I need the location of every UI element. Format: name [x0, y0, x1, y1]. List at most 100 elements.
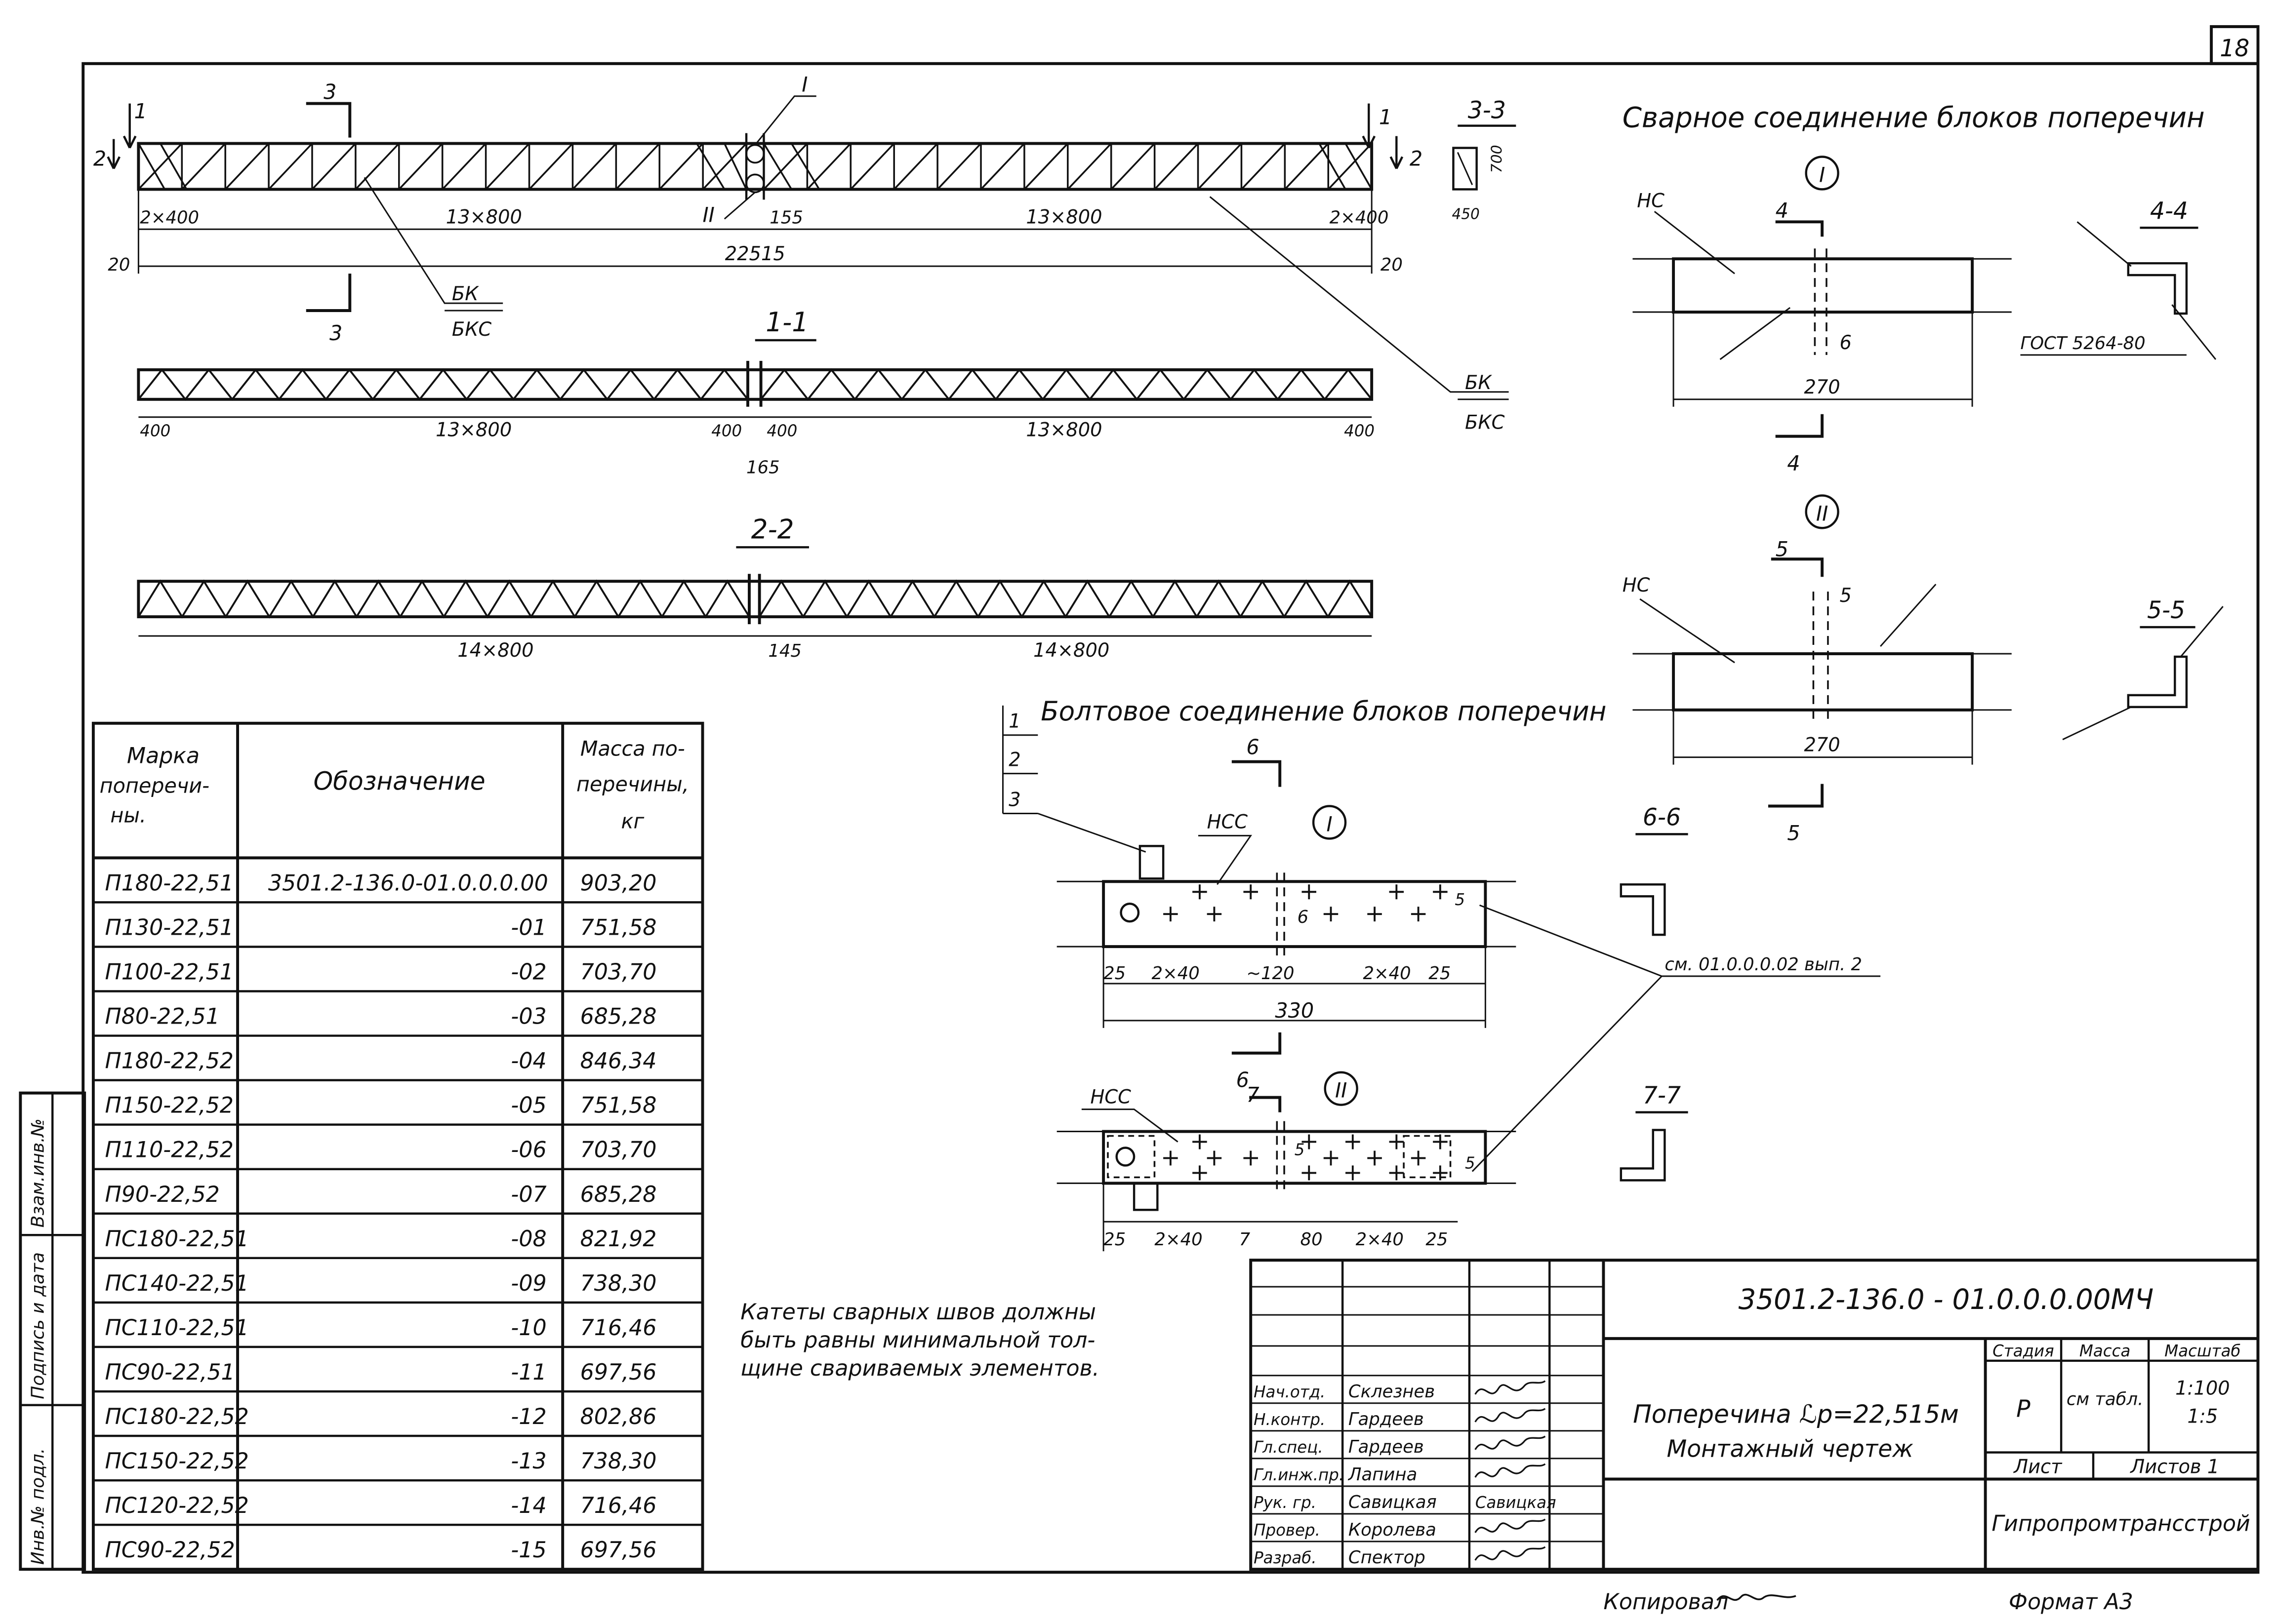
dim-right-offset: 20	[1381, 255, 1403, 275]
welded-plate-I-length: 270	[1804, 376, 1840, 398]
sheet-number: 18	[2220, 35, 2249, 62]
bolted-callout-2: 2	[1009, 749, 1020, 771]
bolted-cut-6-bottom: 6	[1236, 1068, 1249, 1092]
table-row-mass: 846,34	[580, 1048, 657, 1073]
table-row-mark: П150-22,52	[105, 1092, 233, 1118]
table-row-code: -06	[511, 1137, 546, 1162]
node-I-marker	[745, 144, 765, 164]
table-row-mark: ПС140-22,51	[105, 1270, 248, 1296]
product-subtitle: Монтажный чертеж	[1667, 1435, 1913, 1463]
org-name: Гипропромтрансстрой	[1991, 1510, 2250, 1536]
bolt-hole	[1345, 1134, 1360, 1149]
section-2-left-label: 2	[93, 146, 106, 170]
bolted-plate-I	[1102, 880, 1487, 949]
role-label: Разраб.	[1254, 1548, 1316, 1567]
bolt-hole	[1192, 1134, 1207, 1149]
weld-note-line-1: Катеты сварных швов должны	[740, 1299, 1096, 1325]
bolt-hole	[1367, 1150, 1382, 1166]
sheets-label: Листов 1	[2129, 1456, 2219, 1478]
signature-text: Савицкая	[1475, 1493, 1556, 1512]
table-row-code: -11	[511, 1359, 546, 1385]
role-name: Лапина	[1347, 1465, 1417, 1485]
bolted-dim-I-0: 25	[1103, 963, 1126, 984]
bolted-cut-7-top: 7	[1246, 1082, 1259, 1107]
bolt-hole	[1389, 1165, 1404, 1181]
welded-node-II: II	[1816, 501, 1828, 525]
mass-table: Марка поперечи- ны. Обозначение Масса по…	[91, 721, 704, 1571]
welded-title: Сварное соединение блоков поперечин	[1623, 102, 2205, 134]
truss-1-1-web	[137, 368, 749, 401]
col-mass: Масса	[2079, 1342, 2130, 1360]
product-title: Поперечина ℒр=22,515м	[1633, 1399, 1959, 1428]
bolted-ref-note: см. 01.0.0.0.02 вып. 2	[1665, 954, 1862, 975]
bolt-hole	[1389, 1134, 1404, 1149]
section-1-left-label: 1	[134, 99, 147, 123]
table-row-mark: ПС150-22,52	[105, 1448, 248, 1474]
welded-node-I-circle	[1805, 156, 1839, 191]
bolted-hcc-I: НСС	[1207, 811, 1248, 833]
bolted-dim-II-5: 25	[1425, 1229, 1448, 1250]
section-1-right-label: 1	[1379, 105, 1392, 129]
truss-1-1-web-right	[760, 368, 1373, 401]
bolted-sec-7-7: 7-7	[1643, 1082, 1681, 1109]
dim-left-end: 2×400	[140, 207, 199, 228]
table-row-mass: 703,70	[580, 1137, 657, 1162]
welded-plate-II	[1672, 652, 1974, 712]
table-row-mark: П80-22,51	[105, 1003, 219, 1029]
table-row-mark: ПС180-22,51	[105, 1226, 248, 1252]
table-header-mark-1: Марка	[127, 743, 200, 768]
truss-top-chord	[137, 142, 1374, 191]
bolted-callout-3: 3	[1009, 789, 1020, 811]
bolt-hole	[1207, 907, 1222, 922]
section-3-bottom-label: 3	[329, 321, 342, 345]
bolted-total-I: 330	[1275, 998, 1314, 1023]
bolted-hcc-II: НСС	[1091, 1086, 1131, 1108]
welded-node-II-circle	[1805, 494, 1839, 529]
bolted-side-gap-II: 5	[1295, 1140, 1305, 1159]
table-header-mass-1: Масса по-	[580, 736, 685, 760]
side-stamp-sign: Подпись и дата	[28, 1252, 48, 1399]
bolted-sec-6-6: 6-6	[1643, 804, 1681, 831]
section-1-1-title: 1-1	[766, 307, 809, 338]
table-row-code: -14	[511, 1493, 546, 1518]
welded-cut-4-bottom: 4	[1787, 451, 1800, 475]
label-bk: БК	[452, 283, 479, 305]
bolted-connection: Болтовое соединение блоков поперечин 1 2…	[1002, 695, 1881, 1252]
role-name: Савицкая	[1348, 1492, 1437, 1512]
welded-plate-II-length: 270	[1804, 734, 1840, 756]
welded-weld-size: 6	[1840, 332, 1852, 354]
label-1-1-bk: БК	[1465, 372, 1492, 394]
section-3-3-title: 3-3	[1468, 97, 1506, 124]
section-3-3: 3-3 700 450	[1452, 97, 1516, 223]
table-row-mass: 716,46	[580, 1315, 657, 1341]
table-row-code: -10	[511, 1315, 546, 1341]
welded-sec-5-5: 5-5	[2147, 597, 2185, 624]
bolted-callout-1: 1	[1009, 711, 1020, 733]
bolted-dim-II-2: 7	[1239, 1229, 1251, 1250]
bolt-hole	[1301, 1165, 1317, 1181]
welded-gost: ГОСТ 5264-80	[2020, 333, 2145, 354]
bolted-dim-II-4: 2×40	[1356, 1229, 1404, 1250]
table-row-mark: П100-22,51	[105, 959, 233, 985]
bolt-hole	[1163, 1150, 1178, 1166]
dim-2-2-right-panels: 14×800	[1033, 639, 1109, 662]
dim-1-1-left: 400	[140, 421, 170, 440]
role-label: Гл.спец.	[1254, 1438, 1323, 1457]
bolted-dim-I-1: 2×40	[1152, 963, 1200, 984]
section-2-2: 2-2 14×800 145 14×800	[137, 514, 1374, 662]
table-row-mass: 716,46	[580, 1493, 657, 1518]
table-row-mass: 821,92	[580, 1226, 657, 1252]
role-label: Рук. гр.	[1254, 1493, 1316, 1512]
dim-right-panels: 13×800	[1026, 206, 1102, 228]
welded-hc-I: НС	[1637, 190, 1665, 212]
bolt-hole	[1323, 1150, 1339, 1166]
sheet-label: Лист	[2013, 1456, 2063, 1478]
table-row-code: -04	[511, 1048, 546, 1073]
role-name: Гардеев	[1348, 1437, 1424, 1457]
bolted-dim-II-1: 2×40	[1154, 1229, 1202, 1250]
table-row-mark: ПС90-22,51	[105, 1359, 235, 1385]
role-name: Королева	[1348, 1520, 1436, 1540]
title-block: Нач.отд.СклезневН.контр.ГардеевГл.спец.Г…	[1249, 1259, 2260, 1571]
dim-overall: 22515	[725, 243, 785, 265]
table-header-mark-2: поперечи-	[100, 773, 209, 797]
